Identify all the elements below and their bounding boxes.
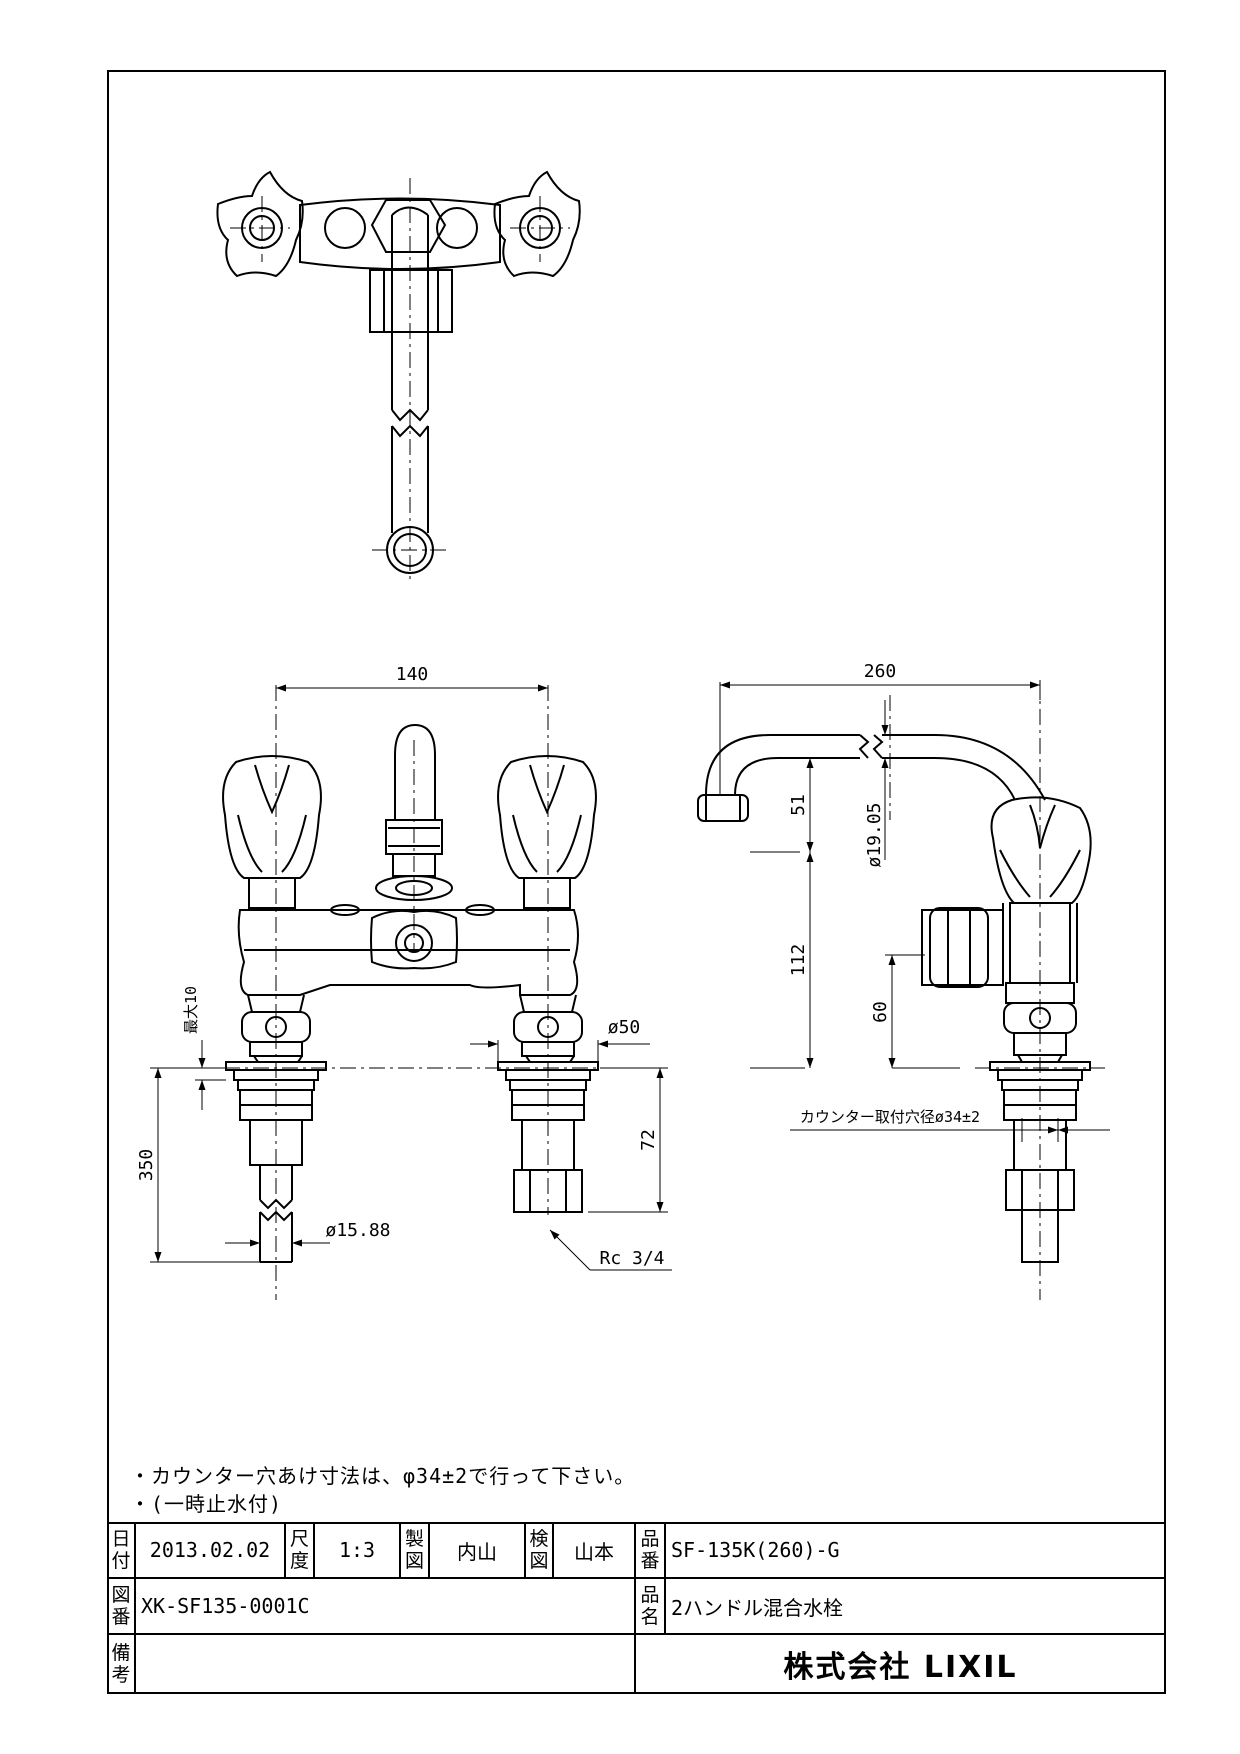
front-handle-right — [497, 755, 597, 909]
part-number-label: 品番 — [640, 1528, 660, 1572]
date-label: 日付 — [111, 1528, 131, 1572]
dim-rc34: Rc 3/4 — [599, 1248, 664, 1269]
front-view — [195, 685, 655, 1300]
remarks-value — [135, 1634, 635, 1694]
dim-72: 72 — [638, 1129, 659, 1151]
top-body — [299, 197, 501, 270]
product-name-value: 2ハンドル混合水栓 — [671, 1595, 844, 1620]
dim-112: 112 — [788, 944, 809, 977]
top-inlet-nut — [369, 269, 453, 333]
note-stop-valve: ・(一時止水付) — [130, 1492, 283, 1516]
product-name-label: 品名 — [640, 1584, 660, 1628]
dim-19-05: ø19.05 — [864, 802, 885, 867]
dim-260: 260 — [864, 661, 897, 682]
drawing-number-label: 図番 — [111, 1584, 131, 1628]
dim-max10: 最大10 — [182, 986, 200, 1034]
front-body — [237, 904, 579, 996]
side-body — [921, 902, 1091, 1263]
top-centerlines — [230, 178, 570, 582]
dim-350: 350 — [136, 1149, 157, 1182]
dim-50: ø50 — [608, 1017, 641, 1038]
dim-counter-hole: カウンター取付穴径ø34±2 — [800, 1108, 980, 1126]
dim-60: 60 — [870, 1001, 891, 1023]
part-number-value: SF-135K(260)-G — [671, 1538, 840, 1562]
side-spout — [697, 734, 1046, 822]
drawn-value: 内山 — [457, 1539, 497, 1564]
dimension-labels: 140 260 51 ø19.05 112 60 最大10 ø50 350 72… — [136, 661, 980, 1269]
title-block: 日付 2013.02.02 尺度 1:3 製図 内山 検図 山本 品番 SF-1… — [107, 1522, 1166, 1694]
note-counter-hole: ・カウンター穴あけ寸法は、φ34±2で行って下さい。 — [130, 1464, 636, 1488]
remarks-label: 備考 — [111, 1642, 131, 1686]
checked-label: 検図 — [529, 1528, 549, 1572]
drawn-label: 製図 — [404, 1528, 424, 1572]
top-handle-left — [216, 170, 304, 278]
dim-51: 51 — [788, 794, 809, 816]
dimension-lines — [150, 681, 1110, 1271]
scale-value: 1:3 — [338, 1538, 376, 1562]
scale-label: 尺度 — [289, 1528, 309, 1572]
title-block-grid — [107, 1522, 1166, 1694]
front-centerlines — [195, 685, 655, 1300]
dim-15-88: ø15.88 — [325, 1220, 390, 1241]
company-logo-text: 株式会社 LIXIL — [783, 1650, 1018, 1685]
top-handle-right — [493, 170, 581, 278]
front-handle-left — [222, 755, 322, 909]
side-view — [697, 680, 1105, 1300]
date-value: 2013.02.02 — [149, 1538, 271, 1562]
checked-value: 山本 — [574, 1539, 614, 1564]
top-view — [216, 170, 581, 582]
drawing-number-value: XK-SF135-0001C — [141, 1594, 310, 1618]
side-centerlines — [889, 680, 1105, 1300]
dim-140: 140 — [396, 664, 429, 685]
side-handle — [990, 796, 1092, 904]
